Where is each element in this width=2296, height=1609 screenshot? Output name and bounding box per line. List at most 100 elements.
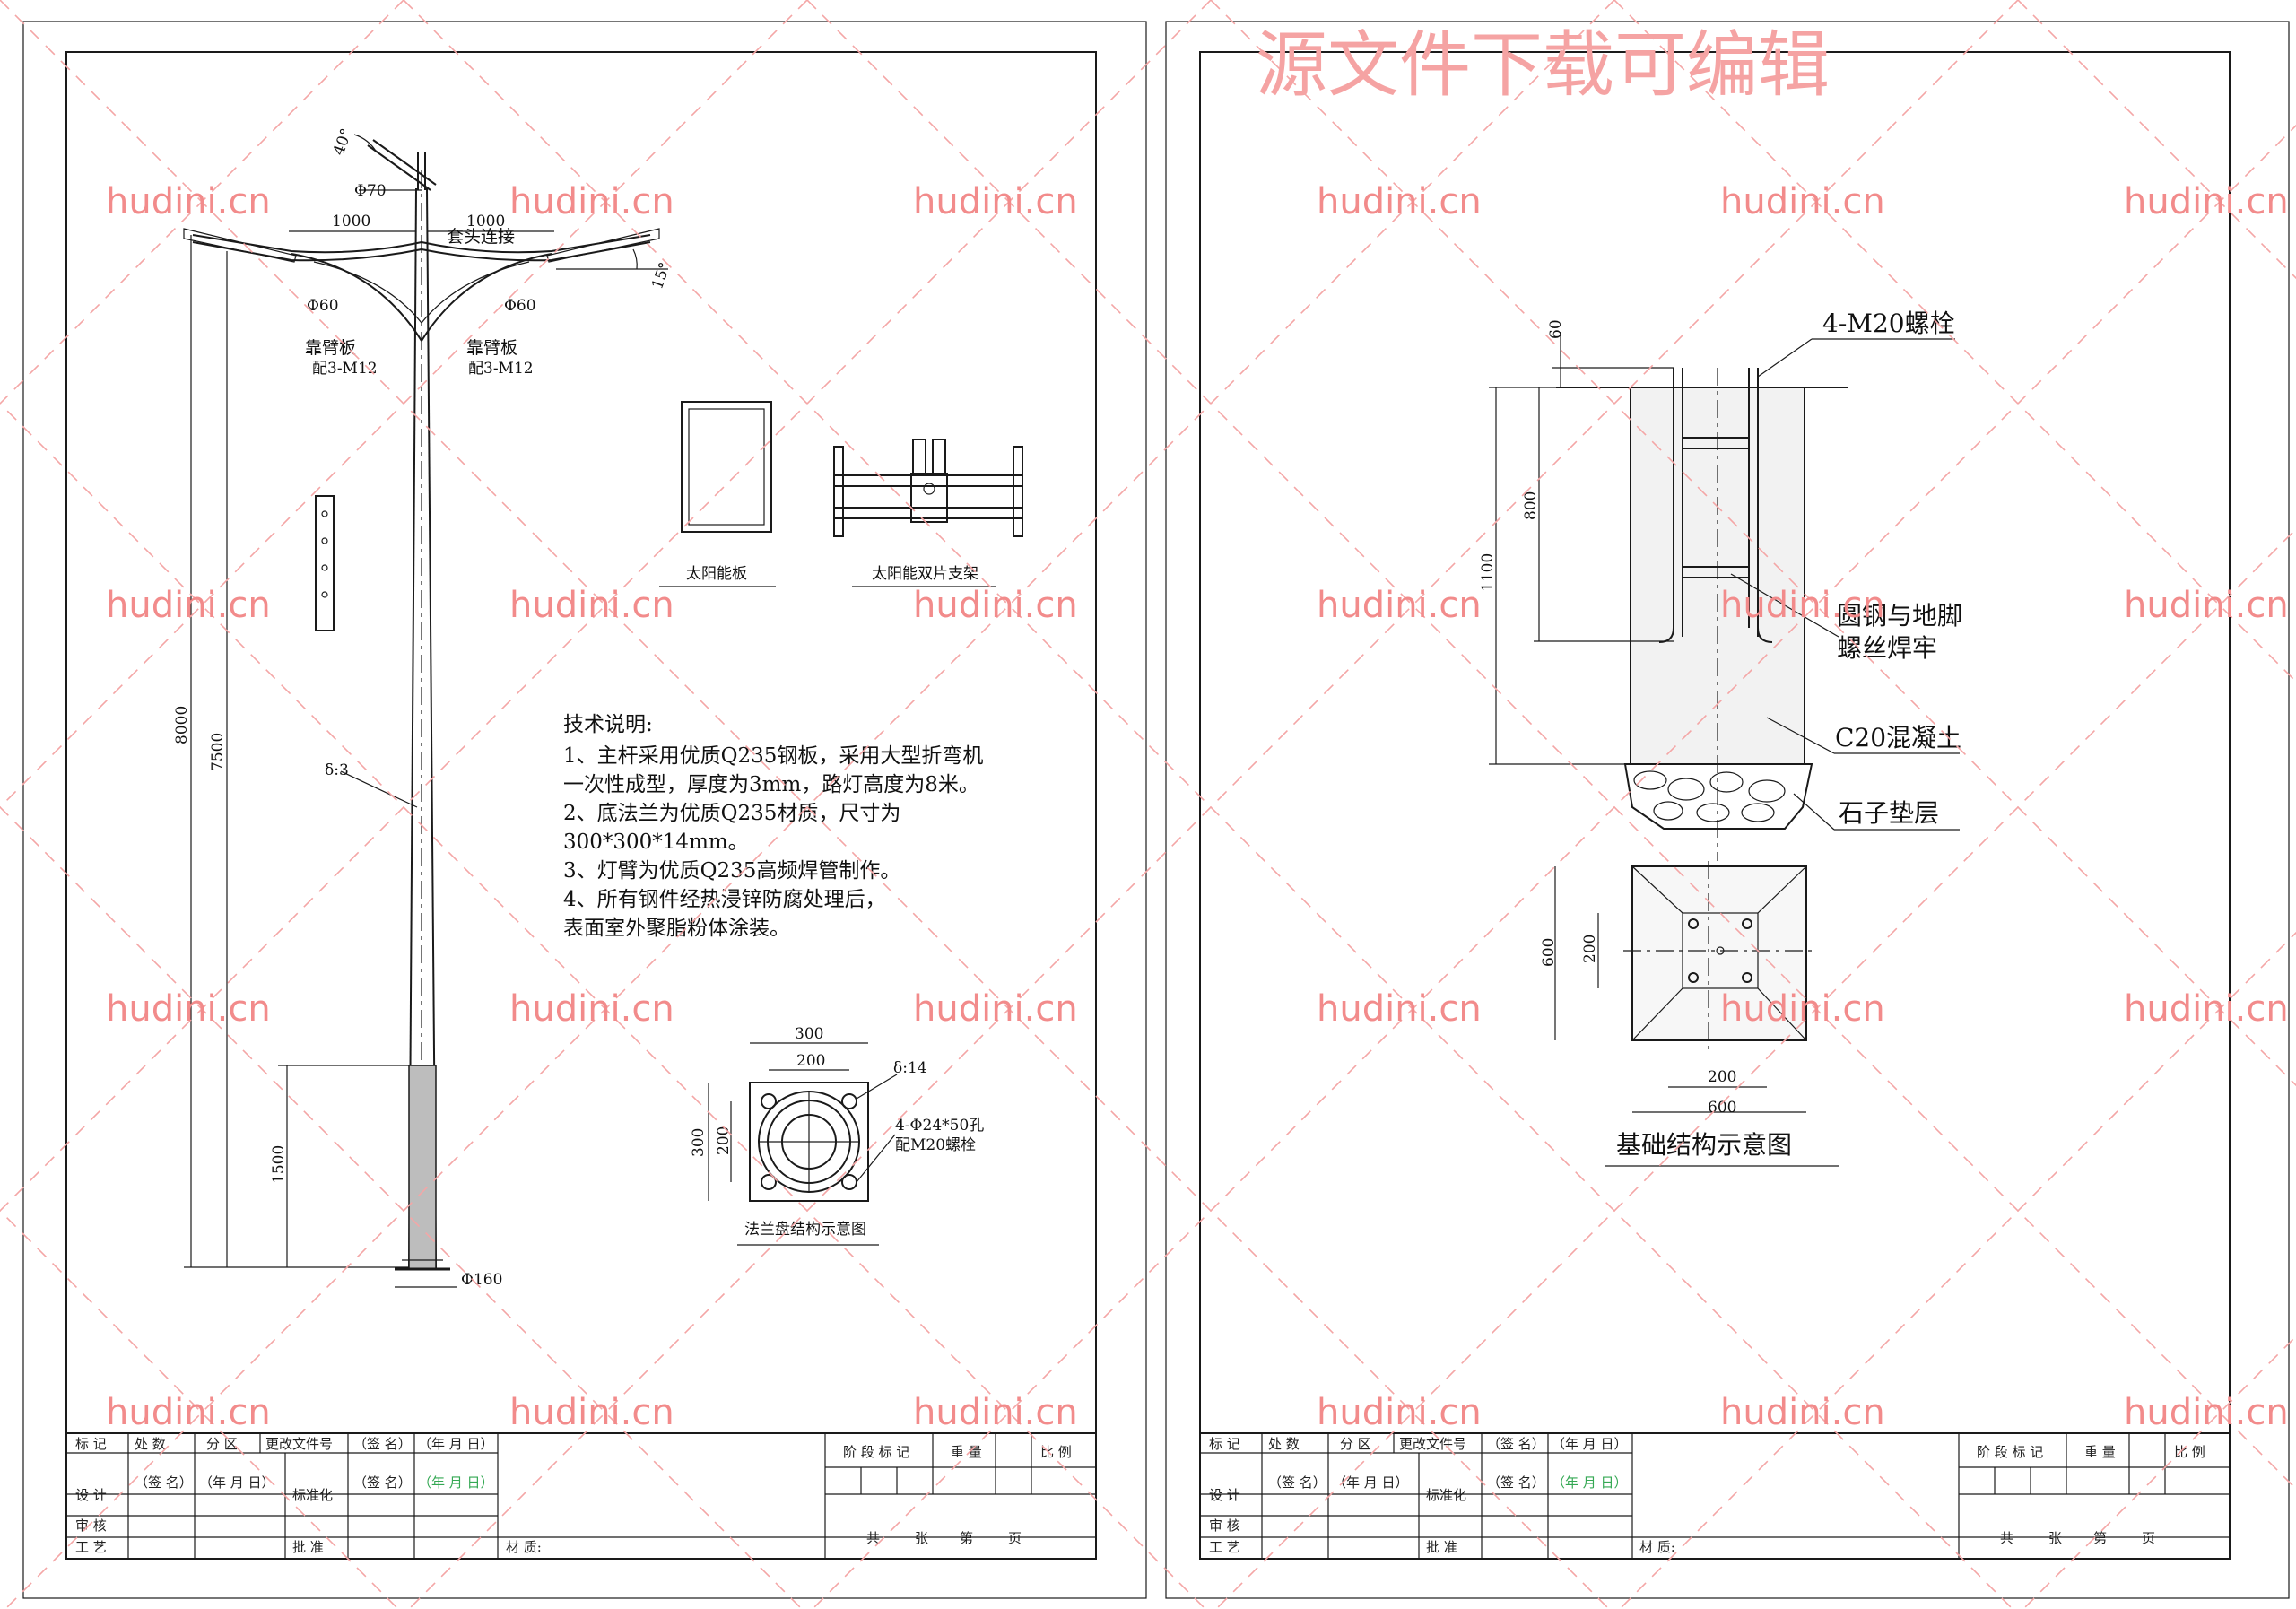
watermark-text: hudini.cn xyxy=(1317,181,1482,222)
tb-review: 审 核 xyxy=(75,1518,107,1534)
flange-caption: 法兰盘结构示意图 xyxy=(744,1221,866,1239)
tech-note-line: 一次性成型，厚度为3mm，路灯高度为8米。 xyxy=(563,773,979,796)
tech-note-line: 300*300*14mm。 xyxy=(563,831,749,854)
watermark-text: hudini.cn xyxy=(1317,1392,1482,1433)
bolt-label: 4-M20螺栓 xyxy=(1822,309,1955,338)
title-block-right: 标 记 处 数 分 区 更改文件号 （签 名） （年 月 日） 设 计 （签 名… xyxy=(1200,1432,2230,1559)
gravel-label: 石子垫层 xyxy=(1839,798,1939,828)
watermark-text: hudini.cn xyxy=(509,988,674,1030)
watermark-line xyxy=(2022,1335,2296,1609)
dia-base-label: Φ160 xyxy=(461,1271,502,1289)
tech-note-line: 1、主杆采用优质Q235钢板，采用大型折弯机 xyxy=(563,744,983,768)
watermark-text: hudini.cn xyxy=(2124,585,2289,626)
solar-bracket-caption: 太阳能双片支架 xyxy=(872,565,978,583)
foundation-caption: 基础结构示意图 xyxy=(1616,1130,1792,1160)
watermark-labels: hudini.cn hudini.cn hudini.cn hudini.cn … xyxy=(106,23,2289,1433)
weld-label-1: 圆钢与地脚 xyxy=(1837,601,1962,631)
tb-weight: 重 量 xyxy=(2084,1444,2116,1460)
tb-scale: 比 例 xyxy=(1040,1444,1072,1460)
watermark-line xyxy=(812,124,2296,1609)
watermark-text: hudini.cn xyxy=(913,585,1078,626)
arm-angle-label: 15° xyxy=(648,260,674,291)
flange-thickness: δ:14 xyxy=(893,1059,927,1077)
watermark-line xyxy=(0,805,803,1609)
tb-mark: 标 记 xyxy=(75,1436,107,1452)
tb-material: 材 质: xyxy=(1639,1539,1675,1555)
tb-sign-head: （签 名） xyxy=(353,1436,412,1452)
tb-sign2: （签 名） xyxy=(353,1474,412,1491)
watermark-text: hudini.cn xyxy=(1317,988,1482,1030)
watermark-text: hudini.cn xyxy=(2124,988,2289,1030)
watermark-text: hudini.cn xyxy=(2124,1392,2289,1433)
flange-bolts: 配M20螺栓 xyxy=(895,1136,976,1154)
tb-scale: 比 例 xyxy=(2174,1444,2205,1460)
arm-left-length: 1000 xyxy=(332,213,370,230)
arm-plate-left-sub: 配3-M12 xyxy=(312,360,378,378)
foundation-plan: 600 200 200 600 基础结构示意图 xyxy=(1540,861,1839,1167)
tb-change-doc: 更改文件号 xyxy=(1399,1436,1466,1452)
tb-date: （年 月 日） xyxy=(199,1474,275,1491)
height-light: 7500 xyxy=(209,733,227,771)
solar-panel-caption: 太阳能板 xyxy=(686,565,747,583)
watermark-line xyxy=(4,0,1615,1609)
watermark-text: hudini.cn xyxy=(509,181,674,222)
solar-panel-drawing: 太阳能板 xyxy=(659,401,776,587)
tb-weight: 重 量 xyxy=(951,1444,982,1460)
tb-page: 第 xyxy=(2093,1530,2107,1546)
watermark-text: hudini.cn xyxy=(2124,181,2289,222)
tb-sign: （签 名） xyxy=(1268,1474,1326,1491)
arm-plate-left: 靠臂板 xyxy=(305,338,356,358)
watermark-text: hudini.cn xyxy=(1720,1392,1885,1433)
tb-count: 处 数 xyxy=(135,1436,166,1452)
tech-note-line: 4、所有钢件经热浸锌防腐处理后， xyxy=(563,888,886,911)
plan-dim-600-side: 600 xyxy=(1540,938,1558,967)
dim-1100: 1100 xyxy=(1479,553,1497,592)
dim-800: 800 xyxy=(1522,491,1540,520)
flange-side-inner: 200 xyxy=(715,1126,733,1155)
tb-date: （年 月 日） xyxy=(1333,1474,1409,1491)
tb-sign-head: （签 名） xyxy=(1487,1436,1545,1452)
dim-60: 60 xyxy=(1547,319,1565,339)
tb-count: 处 数 xyxy=(1268,1436,1300,1452)
flange-drawing: 300 200 300 200 δ:14 4-Φ24*50孔 配M20螺栓 法兰… xyxy=(690,1025,984,1246)
watermark-line xyxy=(1613,0,2296,683)
sleeve-label: 套头连接 xyxy=(447,227,515,247)
height-total: 8000 xyxy=(173,706,191,744)
tb-design: 设 计 xyxy=(75,1487,107,1503)
tb-date-head: （年 月 日） xyxy=(418,1436,494,1452)
tb-stage: 阶 段 标 记 xyxy=(1977,1444,2043,1460)
watermark-line xyxy=(2017,0,2296,280)
tb-change-doc: 更改文件号 xyxy=(265,1436,333,1452)
tb-page-unit: 页 xyxy=(1008,1530,1022,1546)
watermark-line xyxy=(1619,931,2296,1609)
foundation-section: 60 800 1100 4-M20螺栓 圆钢与地脚 螺丝焊牢 C20混凝土 石子… xyxy=(1479,309,1962,861)
flange-inner-dim: 200 xyxy=(796,1052,825,1070)
height-base: 1500 xyxy=(270,1145,288,1184)
dia-arm-left: Φ60 xyxy=(307,297,339,315)
tech-notes: 技术说明: 1、主杆采用优质Q235钢板，采用大型折弯机 一次性成型，厚度为3m… xyxy=(563,713,983,940)
plan-dim-200-side: 200 xyxy=(1581,935,1599,963)
weld-label-2: 螺丝焊牢 xyxy=(1837,633,1937,663)
tb-design: 设 计 xyxy=(1209,1487,1240,1503)
tb-total: 共 xyxy=(2000,1530,2013,1546)
arm-right-length: 1000 xyxy=(466,213,505,230)
watermark-line xyxy=(0,402,1206,1609)
tb-approve: 批 准 xyxy=(1426,1539,1457,1555)
watermark-line xyxy=(0,1209,399,1609)
door-plate xyxy=(315,495,335,631)
dia-top-label: Φ70 xyxy=(354,182,387,200)
tb-date2: （年 月 日） xyxy=(1552,1474,1628,1491)
flange-outer-dim: 300 xyxy=(795,1025,823,1043)
tb-craft: 工 艺 xyxy=(1209,1539,1240,1555)
tb-sheet: 张 xyxy=(2048,1530,2062,1546)
pole-drawing: 40° Φ70 1000 1000 套头连接 15° Φ60 Φ60 靠臂板 配… xyxy=(173,126,674,1289)
watermark-text: hudini.cn xyxy=(1317,585,1482,626)
watermark-line xyxy=(806,0,2296,1491)
dia-arm-right: Φ60 xyxy=(504,297,536,315)
watermark-line xyxy=(0,0,404,405)
tb-date2: （年 月 日） xyxy=(418,1474,494,1491)
watermark-text: hudini.cn xyxy=(509,1392,674,1433)
solar-bracket-drawing: 太阳能双片支架 xyxy=(833,439,1023,587)
